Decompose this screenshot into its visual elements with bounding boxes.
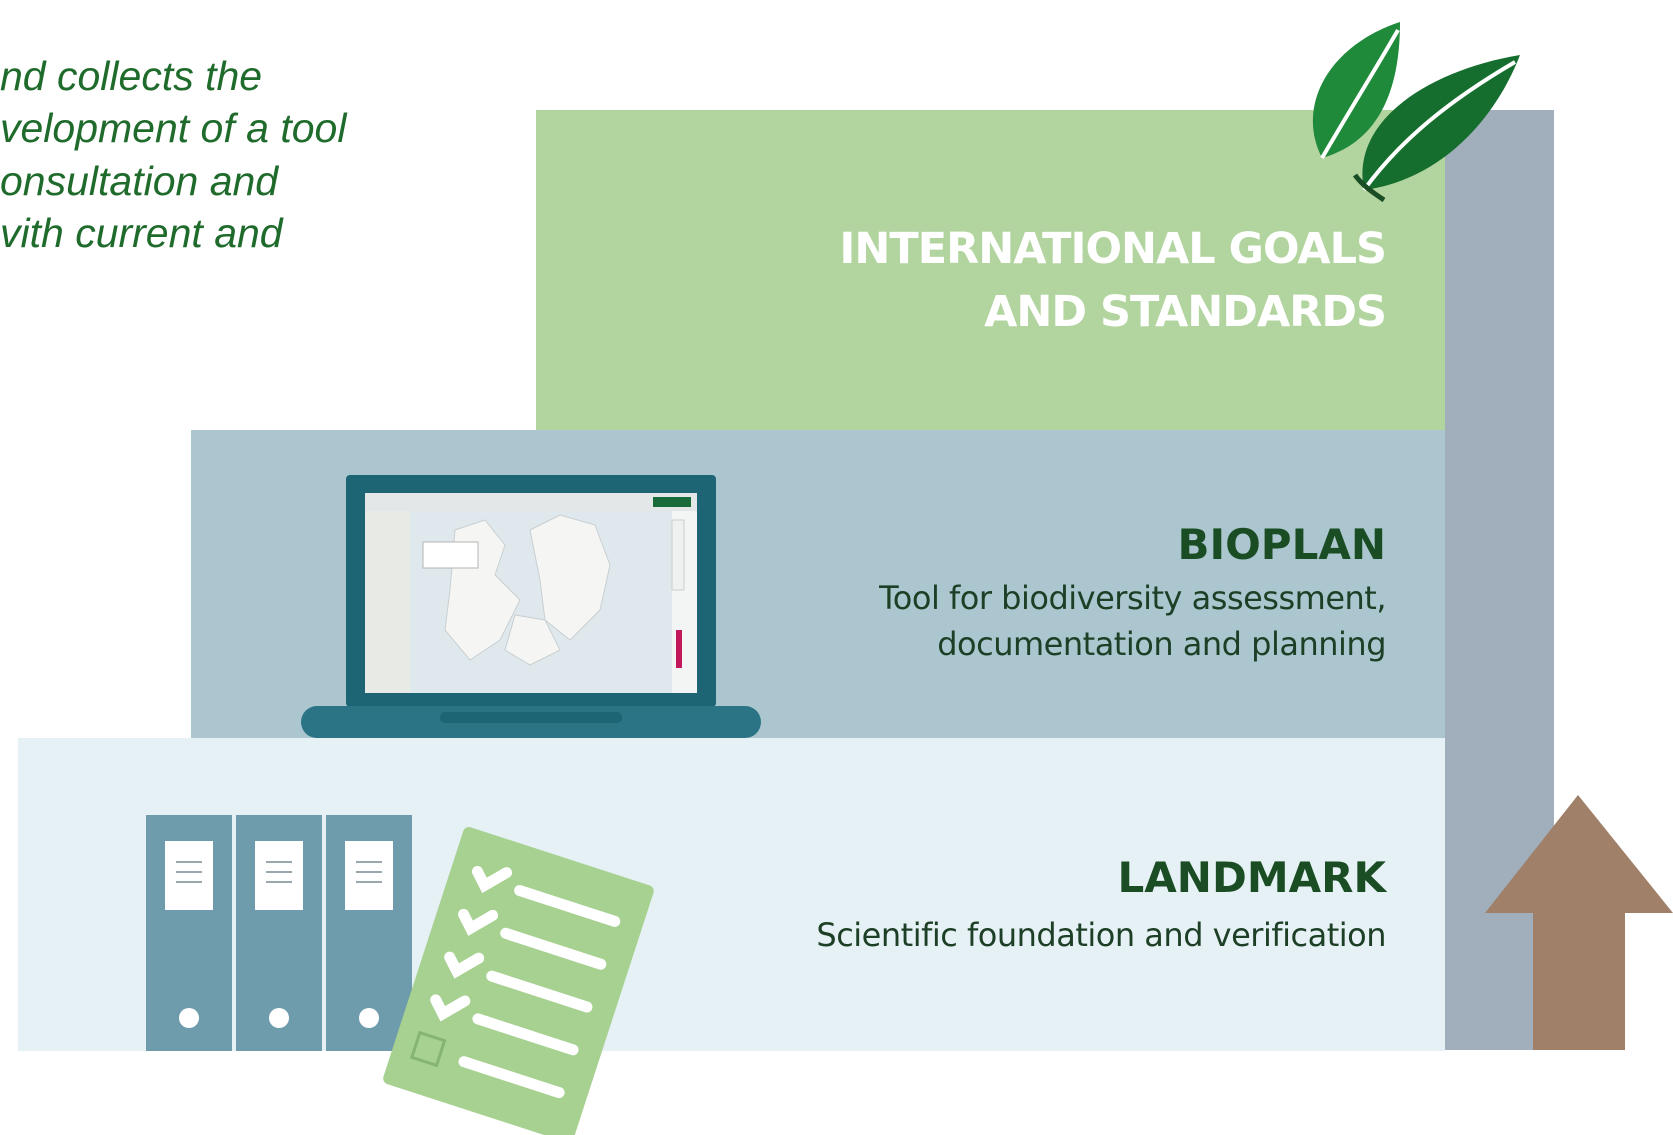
intro-line: velopment of a tool — [0, 105, 347, 152]
intro-line: onsultation and — [0, 157, 279, 204]
intro-text: nd collects the velopment of a tool onsu… — [0, 50, 420, 260]
intro-line: vith current and — [0, 210, 283, 257]
bioplan-desc-line: documentation and planning — [937, 625, 1386, 663]
back-pillar — [1444, 110, 1554, 1050]
bioplan-description: Tool for biodiversity assessment, docume… — [879, 575, 1386, 667]
landmark-description: Scientific foundation and verification — [816, 916, 1386, 954]
goals-heading: INTERNATIONAL GOALS AND STANDARDS — [839, 218, 1387, 344]
landmark-title: LANDMARK — [1117, 853, 1386, 902]
intro-line: nd collects the — [0, 53, 263, 99]
bioplan-title: BIOPLAN — [1177, 520, 1386, 569]
goals-line: AND STANDARDS — [984, 287, 1387, 337]
goals-line: INTERNATIONAL GOALS — [839, 224, 1387, 274]
bioplan-desc-line: Tool for biodiversity assessment, — [879, 579, 1386, 617]
goals-layer — [536, 110, 1445, 430]
